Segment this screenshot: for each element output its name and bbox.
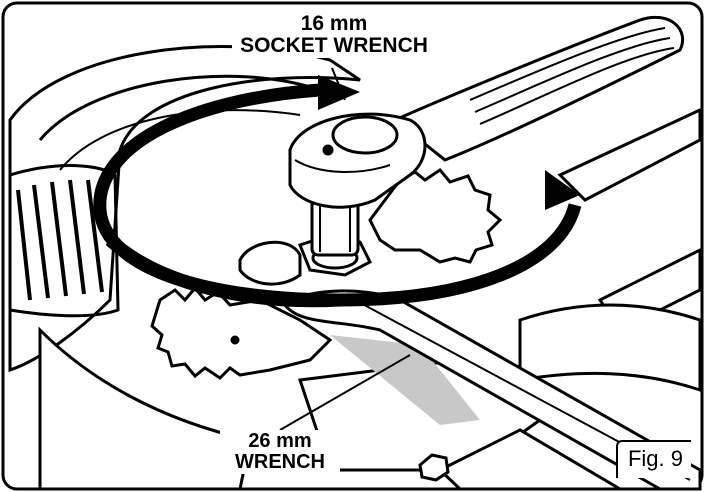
socket-wrench-size: 16 mm [300, 12, 368, 35]
wrench-callout: 26 mm WRENCH [220, 430, 340, 474]
lower-housing [38, 326, 626, 491]
socket-wrench-leader [331, 67, 346, 101]
mower-blade [150, 285, 333, 380]
wrench-size: 26 mm [248, 430, 312, 452]
mower-handle [518, 107, 702, 393]
hex-nut [418, 453, 450, 482]
rotation-arrow-front [105, 235, 341, 308]
blade-bolt [298, 193, 373, 277]
mower-blade-right [368, 168, 503, 264]
socket-wrench-callout: 16 mm SOCKET WRENCH [232, 12, 436, 59]
figure-label: Fig. 9 [615, 440, 691, 478]
socket-wrench-name: SOCKET WRENCH [240, 34, 428, 58]
wrench-name: WRENCH [235, 451, 325, 473]
socket-wrench-16mm [288, 15, 685, 209]
mower-deck [8, 45, 361, 373]
wrench-leader [279, 354, 411, 431]
wrench-shadow [330, 335, 480, 425]
